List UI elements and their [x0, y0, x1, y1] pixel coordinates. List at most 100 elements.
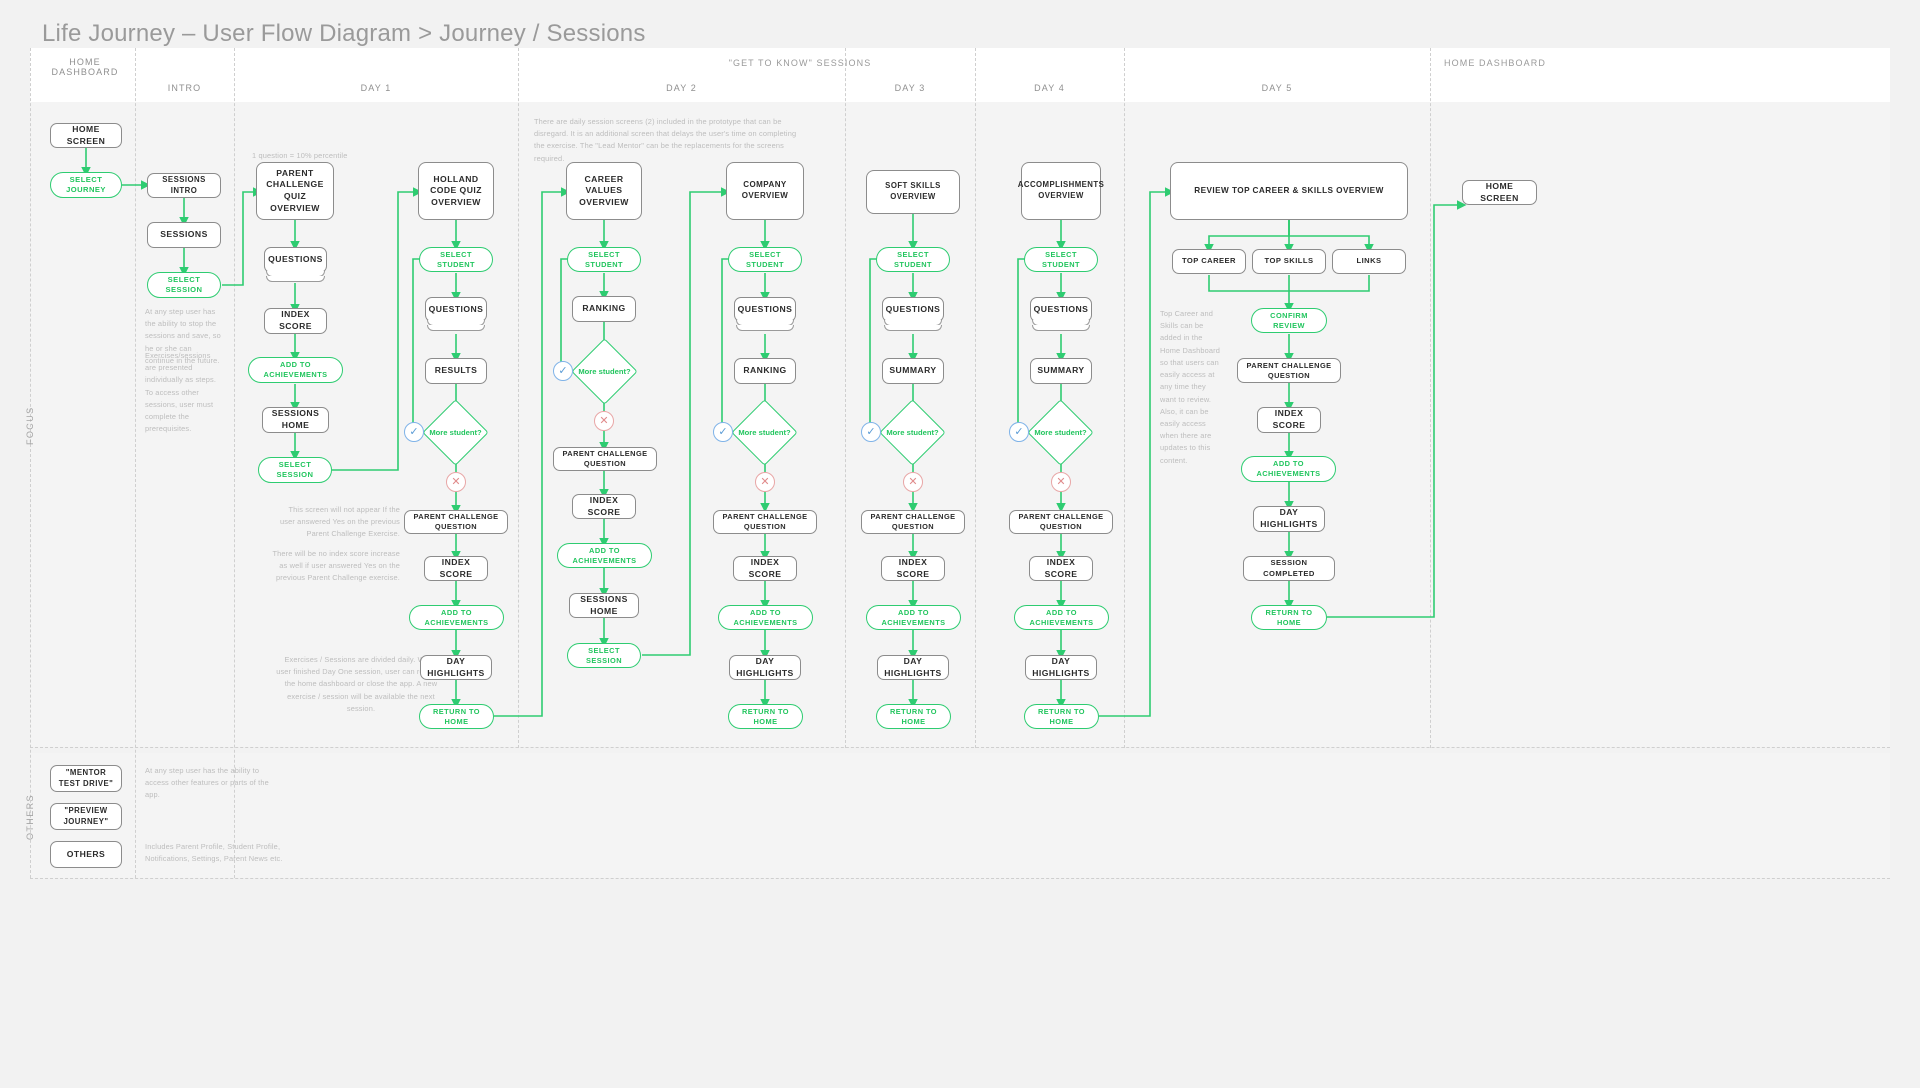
column-separator	[135, 48, 136, 878]
column-header-day-5: DAY 5	[1124, 83, 1430, 93]
node-select-student-day3[interactable]: SELECT STUDENT	[876, 247, 950, 272]
column-header-day-4: DAY 4	[975, 83, 1124, 93]
node-parent-challenge-question-day2b[interactable]: PARENT CHALLENGE QUESTION	[713, 510, 817, 534]
column-header-day-1: DAY 1	[234, 83, 518, 93]
group-header-get-to-know: "GET TO KNOW" SESSIONS	[600, 58, 1000, 68]
lane-separator	[30, 878, 1890, 879]
page-title: Life Journey – User Flow Diagram > Journ…	[42, 20, 646, 48]
node-index-score-day4[interactable]: INDEX SCORE	[1029, 556, 1093, 581]
node-parent-challenge-question-day1b[interactable]: PARENT CHALLENGE QUESTION	[404, 510, 508, 534]
node-top-career[interactable]: TOP CAREER	[1172, 249, 1246, 274]
node-select-student-day2b[interactable]: SELECT STUDENT	[728, 247, 802, 272]
note-others-1: At any step user has the ability to acce…	[145, 765, 285, 802]
node-index-score-day3[interactable]: INDEX SCORE	[881, 556, 945, 581]
node-company-overview[interactable]: COMPANY OVERVIEW	[726, 162, 804, 220]
node-preview-journey[interactable]: "PREVIEW JOURNEY"	[50, 803, 122, 830]
node-add-to-achievements-day2[interactable]: ADD TO ACHIEVEMENTS	[557, 543, 652, 568]
node-mentor-test-drive[interactable]: "MENTOR TEST DRIVE"	[50, 765, 122, 792]
node-day-highlights-day5[interactable]: DAY HIGHLIGHTS	[1253, 506, 1325, 532]
decision-label: More student?	[432, 409, 479, 456]
node-sessions-intro[interactable]: SESSIONS INTRO	[147, 173, 221, 198]
node-add-to-achievements-day2b[interactable]: ADD TO ACHIEVEMENTS	[718, 605, 813, 630]
no-cross-icon-day2b: ✕	[755, 472, 775, 492]
node-return-to-home-day1[interactable]: RETURN TO HOME	[419, 704, 494, 729]
node-questions-day3[interactable]: QUESTIONS	[882, 297, 944, 322]
node-sessions-home-day2[interactable]: SESSIONS HOME	[569, 593, 639, 618]
node-select-student-day1[interactable]: SELECT STUDENT	[419, 247, 493, 272]
node-select-session-day2[interactable]: SELECT SESSION	[567, 643, 641, 668]
node-holland-code-quiz-overview[interactable]: HOLLAND CODE QUIZ OVERVIEW	[418, 162, 494, 220]
node-parent-challenge-question-day5[interactable]: PARENT CHALLENGE QUESTION	[1237, 358, 1341, 383]
node-select-session-intro[interactable]: SELECT SESSION	[147, 272, 221, 298]
node-results-day1b[interactable]: RESULTS	[425, 358, 487, 384]
node-add-to-achievements-day5[interactable]: ADD TO ACHIEVEMENTS	[1241, 456, 1336, 482]
node-ranking-day2[interactable]: RANKING	[572, 296, 636, 322]
node-index-score-day5[interactable]: INDEX SCORE	[1257, 407, 1321, 433]
node-summary-day4[interactable]: SUMMARY	[1030, 358, 1092, 384]
note-day1-2: There will be no index score increase as…	[272, 548, 400, 585]
no-cross-icon-day3: ✕	[903, 472, 923, 492]
node-confirm-review[interactable]: CONFIRM REVIEW	[1251, 308, 1327, 333]
column-separator	[845, 48, 846, 748]
decision-more-student-day3[interactable]: More student?	[889, 409, 936, 456]
node-home-screen-left[interactable]: HOME SCREEN	[50, 123, 122, 148]
node-ranking-day2b[interactable]: RANKING	[734, 358, 796, 384]
node-questions-day2b[interactable]: QUESTIONS	[734, 297, 796, 322]
node-add-to-achievements-day1a[interactable]: ADD TO ACHIEVEMENTS	[248, 357, 343, 383]
note-percentile: 1 question = 10% percentile	[252, 150, 392, 162]
node-sessions-home-day1a[interactable]: SESSIONS HOME	[262, 407, 329, 433]
node-return-to-home-day4[interactable]: RETURN TO HOME	[1024, 704, 1099, 729]
node-parent-challenge-question-day4[interactable]: PARENT CHALLENGE QUESTION	[1009, 510, 1113, 534]
node-index-score-day1a[interactable]: INDEX SCORE	[264, 308, 327, 334]
node-return-to-home-day2b[interactable]: RETURN TO HOME	[728, 704, 803, 729]
yes-check-icon-day2b: ✓	[713, 422, 733, 442]
column-header-intro: INTRO	[135, 83, 234, 93]
node-select-journey[interactable]: SELECT JOURNEY	[50, 172, 122, 198]
node-summary-day3[interactable]: SUMMARY	[882, 358, 944, 384]
decision-more-student-day1[interactable]: More student?	[432, 409, 479, 456]
column-separator	[234, 48, 235, 878]
node-others[interactable]: OTHERS	[50, 841, 122, 868]
node-parent-challenge-quiz-overview[interactable]: PARENT CHALLENGE QUIZ OVERVIEW	[256, 162, 334, 220]
node-questions-day1b[interactable]: QUESTIONS	[425, 297, 487, 322]
node-return-to-home-day3[interactable]: RETURN TO HOME	[876, 704, 951, 729]
node-day-highlights-day1[interactable]: DAY HIGHLIGHTS	[420, 655, 492, 680]
node-return-to-home-day5[interactable]: RETURN TO HOME	[1251, 605, 1327, 630]
node-parent-challenge-question-day3[interactable]: PARENT CHALLENGE QUESTION	[861, 510, 965, 534]
node-top-skills[interactable]: TOP SKILLS	[1252, 249, 1326, 274]
decision-label: More student?	[581, 348, 628, 395]
decision-more-student-day2[interactable]: More student?	[581, 348, 628, 395]
decision-more-student-day4[interactable]: More student?	[1037, 409, 1084, 456]
node-questions-day4[interactable]: QUESTIONS	[1030, 297, 1092, 322]
node-questions-day1a[interactable]: QUESTIONS	[264, 247, 327, 273]
node-add-to-achievements-day4[interactable]: ADD TO ACHIEVEMENTS	[1014, 605, 1109, 630]
node-add-to-achievements-day3[interactable]: ADD TO ACHIEVEMENTS	[866, 605, 961, 630]
node-parent-challenge-question-day2[interactable]: PARENT CHALLENGE QUESTION	[553, 447, 657, 471]
node-select-student-day4[interactable]: SELECT STUDENT	[1024, 247, 1098, 272]
node-day-highlights-day4[interactable]: DAY HIGHLIGHTS	[1025, 655, 1097, 680]
node-links[interactable]: LINKS	[1332, 249, 1406, 274]
node-career-values-overview[interactable]: CAREER VALUES OVERVIEW	[566, 162, 642, 220]
node-review-top-career-skills-overview[interactable]: REVIEW TOP CAREER & SKILLS OVERVIEW	[1170, 162, 1408, 220]
decision-more-student-day2b[interactable]: More student?	[741, 409, 788, 456]
node-soft-skills-overview[interactable]: SOFT SKILLS OVERVIEW	[866, 170, 960, 214]
note-day2: There are daily session screens (2) incl…	[534, 116, 798, 165]
note-others-2: Includes Parent Profile, Student Profile…	[145, 841, 285, 865]
node-select-session-day1a[interactable]: SELECT SESSION	[258, 457, 332, 483]
note-intro-2: Exercises/sessions are presented individ…	[145, 350, 223, 436]
lane-separator	[30, 747, 1890, 748]
node-home-screen-right[interactable]: HOME SCREEN	[1462, 180, 1537, 205]
node-index-score-day2b[interactable]: INDEX SCORE	[733, 556, 797, 581]
node-day-highlights-day2b[interactable]: DAY HIGHLIGHTS	[729, 655, 801, 680]
node-day-highlights-day3[interactable]: DAY HIGHLIGHTS	[877, 655, 949, 680]
node-select-student-day2[interactable]: SELECT STUDENT	[567, 247, 641, 272]
no-cross-icon-day2: ✕	[594, 411, 614, 431]
group-header-home-dashboard: HOME DASHBOARD	[1430, 58, 1560, 68]
node-session-completed-day5[interactable]: SESSION COMPLETED	[1243, 556, 1335, 581]
note-day5: Top Career and Skills can be added in th…	[1160, 308, 1222, 467]
node-index-score-day1b[interactable]: INDEX SCORE	[424, 556, 488, 581]
node-add-to-achievements-day1b[interactable]: ADD TO ACHIEVEMENTS	[409, 605, 504, 630]
node-sessions[interactable]: SESSIONS	[147, 222, 221, 248]
node-index-score-day2[interactable]: INDEX SCORE	[572, 494, 636, 519]
node-accomplishments-overview[interactable]: ACCOMPLISHMENTS OVERVIEW	[1021, 162, 1101, 220]
